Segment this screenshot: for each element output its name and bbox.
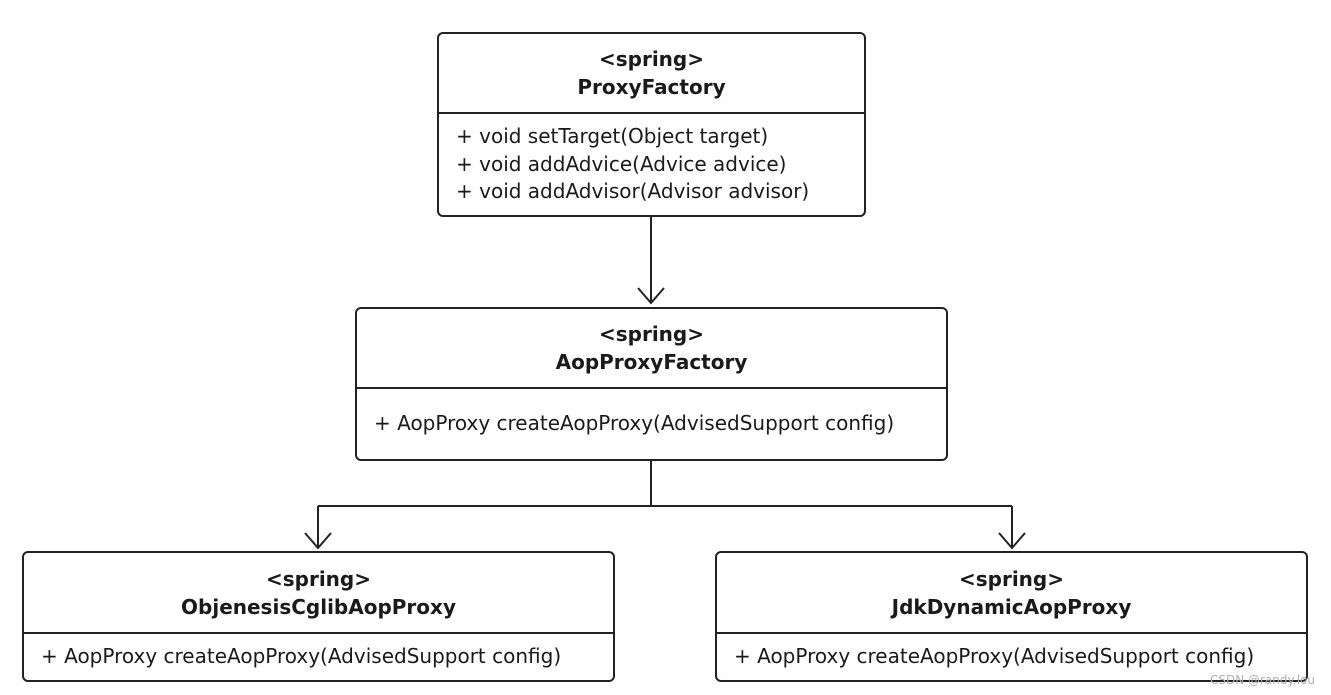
method-addadvice: + void addAdvice(Advice advice) (456, 151, 787, 176)
class-header-objenesiscglibaopproxy: <spring> ObjenesisCglibAopProxy (24, 553, 613, 634)
class-header-proxyfactory: <spring> ProxyFactory (439, 34, 864, 114)
method-addadvisor: + void addAdvisor(Advisor advisor) (456, 179, 810, 204)
class-header-jdkdynamicaopproxy: <spring> JdkDynamicAopProxy (717, 553, 1306, 634)
class-name: ObjenesisCglibAopProxy (181, 594, 456, 619)
stereotype-label: <spring> (958, 566, 1064, 591)
class-header-aopproxyfactory: <spring> AopProxyFactory (357, 309, 946, 389)
class-methods-proxyfactory: + void setTarget(Object target) + void a… (439, 114, 864, 215)
arrowhead-jdkdynamicaopproxy (998, 532, 1026, 550)
class-box-aopproxyfactory[interactable]: <spring> AopProxyFactory + AopProxy crea… (355, 307, 948, 461)
class-box-jdkdynamicaopproxy[interactable]: <spring> JdkDynamicAopProxy + AopProxy c… (715, 551, 1308, 682)
class-methods-jdkdynamicaopproxy: + AopProxy createAopProxy(AdvisedSupport… (717, 634, 1306, 680)
class-box-proxyfactory[interactable]: <spring> ProxyFactory + void setTarget(O… (437, 32, 866, 217)
watermark: CSDN @randy.lou (1209, 673, 1315, 687)
stereotype-label: <spring> (265, 566, 371, 591)
class-name: AopProxyFactory (555, 350, 748, 374)
stereotype-label: <spring> (598, 47, 704, 71)
arrowhead-objenesiscglibaopproxy (304, 532, 332, 550)
class-name: JdkDynamicAopProxy (891, 594, 1132, 619)
method-createaopproxy: + AopProxy createAopProxy(AdvisedSupport… (41, 644, 562, 669)
method-createaopproxy: + AopProxy createAopProxy(AdvisedSupport… (734, 644, 1255, 669)
class-box-objenesiscglibaopproxy[interactable]: <spring> ObjenesisCglibAopProxy + AopPro… (22, 551, 615, 682)
class-name: ProxyFactory (577, 75, 726, 99)
arrowhead-aopproxyfactory (637, 287, 665, 305)
method-createaopproxy: + AopProxy createAopProxy(AdvisedSupport… (374, 411, 895, 436)
class-methods-objenesiscglibaopproxy: + AopProxy createAopProxy(AdvisedSupport… (24, 634, 613, 680)
class-methods-aopproxyfactory: + AopProxy createAopProxy(AdvisedSupport… (357, 389, 946, 459)
stereotype-label: <spring> (598, 322, 704, 346)
method-settarget: + void setTarget(Object target) (456, 124, 769, 149)
